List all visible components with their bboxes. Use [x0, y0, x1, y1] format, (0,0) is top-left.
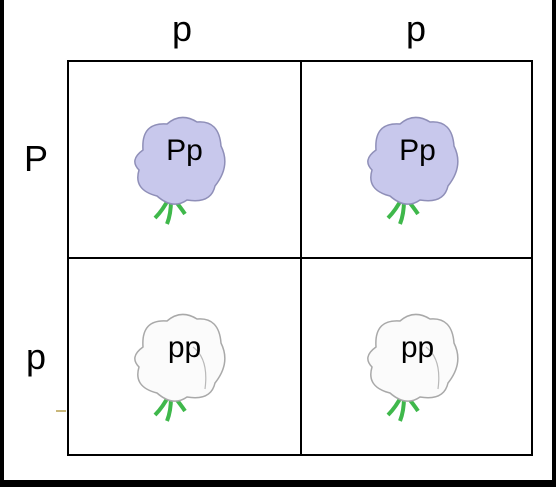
column-allele-1: p [171, 8, 193, 49]
cell-bottom-right: pp [302, 259, 533, 454]
column-allele-2: p [405, 8, 427, 49]
cell-bottom-left: pp [69, 259, 300, 454]
genotype-label: Pp [399, 134, 436, 167]
genotype-label: Pp [166, 134, 203, 167]
punnett-diagram: p p P p Pp Pp pp [4, 0, 552, 480]
purple-flower-icon [134, 116, 226, 225]
genotype-label: pp [167, 331, 202, 364]
white-flower-icon [367, 313, 459, 422]
punnett-square: Pp Pp pp pp [67, 60, 533, 456]
cell-top-right: Pp [302, 62, 533, 257]
stray-mark [56, 410, 66, 412]
grid-divider-horizontal [69, 257, 531, 259]
white-flower-icon [134, 313, 226, 422]
cell-top-left: Pp [69, 62, 300, 257]
row-allele-2: p [25, 336, 47, 377]
purple-flower-icon [367, 116, 459, 225]
genotype-label: pp [400, 331, 435, 364]
row-allele-1: P [23, 138, 48, 179]
